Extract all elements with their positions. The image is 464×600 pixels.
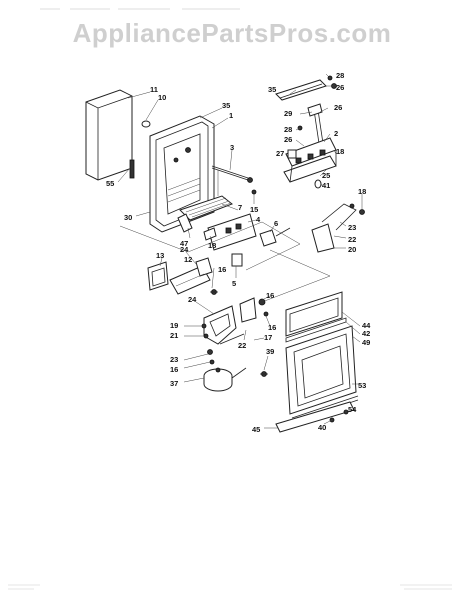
assembly-guide-lines [119,170,331,303]
part-24-chute [203,305,237,345]
part-35-bar [275,79,327,101]
callout-39: 39 [266,347,274,356]
callout-47: 47 [180,239,188,248]
callout-18: 18 [358,187,366,196]
part-6-switch [259,227,291,247]
callout-17: 17 [264,333,272,342]
part-3-rod [211,165,257,195]
callout-1: 1 [229,111,233,120]
callout-54: 54 [348,405,357,414]
part-17-rod [219,333,245,345]
callout-23: 23 [170,355,178,364]
callout-16: 16 [218,265,226,274]
part-12-housing [169,257,213,295]
leader-lines [117,73,363,429]
part-16-screw-a [210,289,218,295]
callout-22: 22 [348,235,356,244]
part-55-strip [129,159,135,179]
callout-16: 16 [266,291,274,300]
callout-28: 28 [336,71,344,80]
part-7-grille [177,195,233,233]
callout-24: 24 [180,245,189,254]
part-39-screw [260,371,268,377]
callout-7: 7 [238,203,242,212]
callout-29: 29 [284,109,292,118]
footer-marks [8,584,452,590]
callout-49: 49 [362,338,370,347]
callout-24: 24 [188,295,197,304]
part-45-bottom-bar [275,401,355,433]
callout-4: 4 [256,215,261,224]
callout-41: 41 [322,181,330,190]
callout-26: 26 [334,103,342,112]
part-44-panel [285,291,343,337]
part-2-actuator [283,137,337,183]
part-4-control-panel [203,213,257,251]
callout-16: 16 [170,365,178,374]
callout-37: 37 [170,379,178,388]
callout-42: 42 [362,329,370,338]
callout-13: 13 [156,251,164,260]
part-23-lever-arm [311,203,365,253]
part-10-clip [141,120,151,128]
callout-18: 18 [336,147,344,156]
callout-15: 15 [250,205,258,214]
part-37-motor [203,367,247,392]
part-22-flap [239,297,269,323]
callout-19: 19 [170,321,178,330]
part-5-plate [231,253,243,267]
callout-40: 40 [318,423,326,432]
watermark-logo: AppliancePartsPros.com [73,18,392,48]
callout-35: 35 [222,101,230,110]
callout-20: 20 [348,245,356,254]
callout-5: 5 [232,279,236,288]
part-49-door-frame [285,325,357,415]
callout-11: 11 [150,85,158,94]
callout-26: 26 [336,83,344,92]
callout-53: 53 [358,381,366,390]
callout-23: 23 [348,223,356,232]
callout-2: 2 [334,129,338,138]
part-1-frame [149,115,215,233]
callout-55: 55 [106,179,114,188]
part-11-cover [85,89,133,181]
callout-6: 6 [274,219,278,228]
callout-25: 25 [322,171,330,180]
callout-27: 27 [276,149,284,158]
callout-26: 26 [284,135,292,144]
callout-12: 12 [184,255,192,264]
callout-16: 16 [268,323,276,332]
callout-3: 3 [230,143,234,152]
callout-35: 35 [268,85,276,94]
callout-44: 44 [362,321,371,330]
callout-10: 10 [158,93,166,102]
part-13-bracket [147,261,169,291]
callout-22: 22 [238,341,246,350]
callout-45: 45 [252,425,260,434]
part-27-block [287,149,297,159]
part-41-spring [314,179,322,189]
callout-labels: 11 10 35 1 3 55 15 30 7 4 6 47 18 5 13 2… [106,71,371,434]
callout-21: 21 [170,331,178,340]
callout-18: 18 [208,241,216,250]
callout-28: 28 [284,125,292,134]
callout-30: 30 [124,213,132,222]
